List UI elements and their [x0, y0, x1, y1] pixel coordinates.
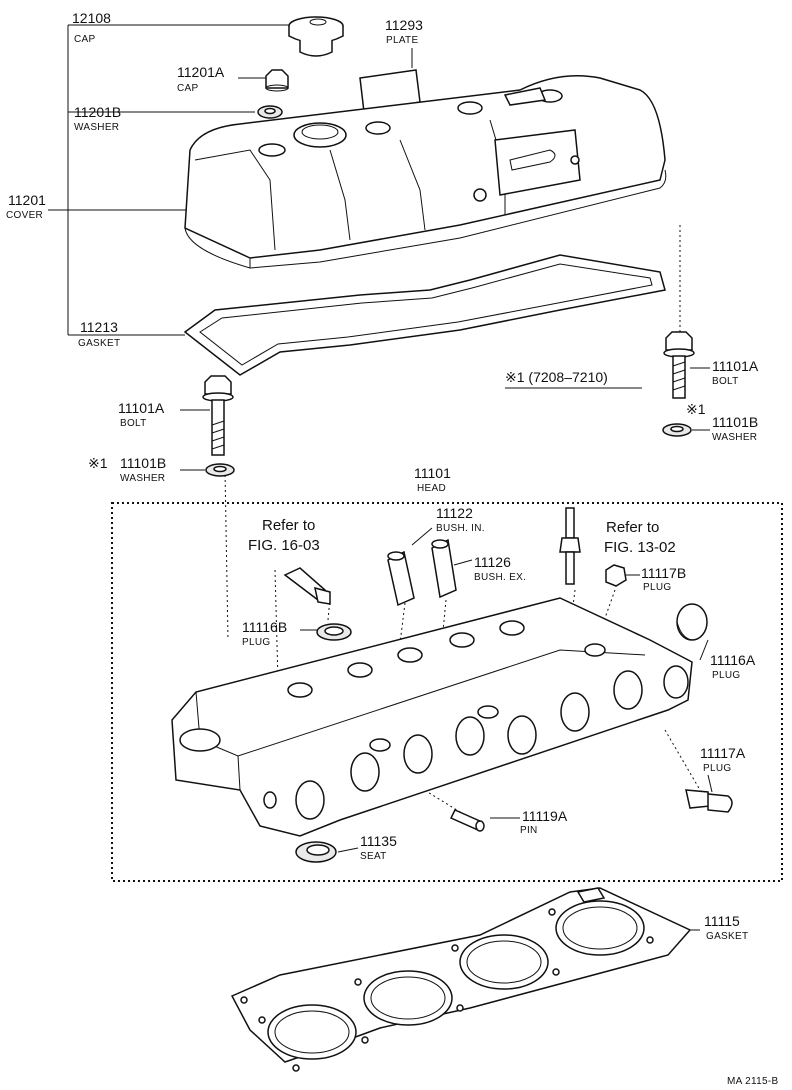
part-name: WASHER	[120, 473, 165, 484]
part-name: GASKET	[78, 338, 120, 349]
reference-line2: FIG. 16-03	[248, 537, 320, 554]
part-name: BOLT	[120, 418, 147, 429]
dowel-pin[interactable]	[449, 809, 485, 832]
serial-note: ※1 (7208–7210)	[505, 369, 608, 385]
oil-filler-cap[interactable]	[288, 16, 344, 57]
part-name: PIN	[520, 825, 538, 836]
part-name: PLUG	[643, 582, 671, 593]
part-number: 11101B	[712, 414, 758, 430]
reference-line2: FIG. 13-02	[604, 539, 676, 556]
part-name: CAP	[177, 83, 198, 94]
label-11115: 11115 GASKET	[704, 913, 748, 942]
intake-valve-guide[interactable]	[387, 550, 415, 607]
part-number: 11117A	[700, 745, 746, 761]
valve-seat[interactable]	[295, 841, 337, 863]
part-number: 11119A	[522, 808, 568, 824]
bolt-left[interactable]	[202, 375, 234, 456]
label-11201: 11201 COVER	[6, 192, 46, 221]
label-11101a-right: 11101A BOLT	[712, 358, 759, 387]
label-11116a: 11116A PLUG	[710, 652, 756, 681]
cover-washer[interactable]	[257, 105, 283, 119]
label-11101b-left: ※1 11101B WASHER	[88, 455, 166, 484]
cap-nut[interactable]	[265, 69, 289, 92]
label-11201b: 11201B WASHER	[74, 104, 121, 133]
label-11213: 11213 GASKET	[78, 319, 120, 349]
part-number: 11101B	[120, 455, 166, 471]
part-number: 11135	[360, 833, 397, 849]
part-name: PLUG	[703, 763, 731, 774]
reference-left: Refer to FIG. 16-03	[248, 517, 320, 554]
label-11117b: 11117B PLUG	[641, 565, 686, 593]
part-number: 11213	[80, 319, 118, 335]
washer-left[interactable]	[205, 463, 235, 477]
part-name: SEAT	[360, 851, 387, 862]
part-name: WASHER	[74, 122, 119, 133]
label-11101a-left: 11101A BOLT	[118, 400, 165, 429]
cover-gasket[interactable]	[183, 254, 666, 376]
part-name: WASHER	[712, 432, 757, 443]
part-name: BUSH. IN.	[436, 523, 485, 534]
part-number: 12108	[72, 10, 111, 26]
label-11101: 11101 HEAD	[414, 465, 451, 494]
plug-11117a[interactable]	[685, 789, 733, 813]
head-gasket[interactable]	[230, 887, 692, 1072]
part-name: GASKET	[706, 931, 748, 942]
part-number: 11201B	[74, 104, 121, 120]
temperature-sensor[interactable]	[283, 567, 331, 605]
plug-11116a[interactable]	[676, 603, 708, 641]
part-number: 11116A	[710, 652, 756, 668]
head-assembly-frame	[111, 502, 783, 882]
label-11101b-right: ※1 11101B WASHER	[686, 401, 758, 443]
serial-mark: ※1	[686, 401, 706, 417]
label-11117a: 11117A PLUG	[700, 745, 746, 774]
label-11122: 11122 BUSH. IN.	[436, 505, 485, 534]
reference-line1: Refer to	[606, 519, 659, 536]
label-11201a: 11201A CAP	[177, 64, 225, 94]
part-number: 11115	[704, 913, 740, 929]
part-number: 11101A	[712, 358, 759, 374]
cylinder-head[interactable]	[171, 597, 693, 837]
diagram-code: MA 2115-B	[727, 1076, 778, 1087]
label-11116b: 11116B PLUG	[242, 619, 287, 648]
plug-11116b[interactable]	[316, 623, 352, 641]
part-number: 11116B	[242, 619, 287, 635]
part-number: 11101A	[118, 400, 165, 416]
label-11135: 11135 SEAT	[360, 833, 397, 862]
exhaust-valve-guide[interactable]	[431, 538, 457, 599]
part-name: CAP	[74, 34, 95, 45]
part-name: PLUG	[712, 670, 740, 681]
label-12108: 12108 CAP	[72, 10, 111, 45]
reference-right: Refer to FIG. 13-02	[604, 519, 676, 556]
label-11119a: 11119A PIN	[520, 808, 568, 836]
part-name: COVER	[6, 210, 43, 221]
part-number: 11122	[436, 505, 473, 521]
part-name: PLATE	[386, 35, 418, 46]
label-11293: 11293 PLATE	[385, 17, 423, 46]
serial-range-note: ※1 (7208–7210)	[505, 369, 642, 389]
part-number: 11293	[385, 17, 423, 33]
part-number: 11117B	[641, 565, 686, 581]
part-number: 11201A	[177, 64, 225, 80]
label-11126: 11126 BUSH. EX.	[474, 554, 526, 583]
cylinder-head-cover[interactable]	[184, 74, 667, 269]
reference-line1: Refer to	[262, 517, 315, 534]
part-name: BUSH. EX.	[474, 572, 526, 583]
part-number: 11201	[8, 192, 46, 208]
bolt-right[interactable]	[663, 331, 695, 399]
part-name: HEAD	[417, 483, 446, 494]
serial-mark: ※1	[88, 455, 108, 471]
washer-right[interactable]	[662, 423, 692, 437]
plug-11117b[interactable]	[605, 564, 627, 587]
manifold-stud[interactable]	[559, 507, 581, 585]
part-number: 11126	[474, 554, 511, 570]
part-name: BOLT	[712, 376, 739, 387]
part-number: 11101	[414, 465, 451, 481]
part-name: PLUG	[242, 637, 270, 648]
